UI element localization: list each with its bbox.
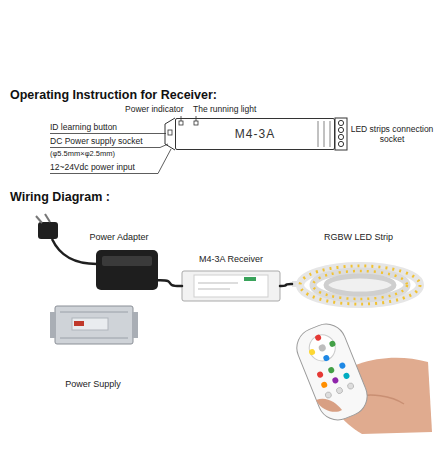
power-supply-case: [55, 306, 133, 344]
terminal-block: [335, 118, 347, 150]
power-supply: Power Supply: [48, 302, 138, 390]
plug-prong: [45, 214, 50, 222]
remote-button: [316, 371, 324, 379]
terminal-screw: [338, 120, 343, 125]
color-wheel: [305, 331, 339, 365]
case-rib: [330, 121, 331, 147]
part-label: LED strips connection socket: [350, 124, 434, 144]
brand-mark: [74, 321, 84, 326]
receiver-case: [182, 271, 280, 301]
receiver-outline: M4-3A: [175, 118, 335, 150]
power-adapter: Power Adapter: [80, 232, 158, 298]
remote-button: [327, 366, 335, 374]
remote-button: [329, 340, 337, 348]
remote-button: [343, 372, 351, 380]
case-rib: [324, 121, 325, 147]
power-indicator-led: [179, 121, 183, 125]
terminal-screw: [338, 141, 343, 146]
receiver-end-tab: [165, 118, 175, 150]
led-chips: [313, 271, 407, 299]
terminal-screw: [338, 134, 343, 139]
case-rib: [318, 121, 319, 147]
receiver-sticker: [194, 275, 268, 297]
leader-line: [50, 133, 166, 134]
plug-prong: [36, 216, 42, 223]
case-fin: [60, 338, 128, 339]
leader-line: [50, 149, 171, 174]
remote-button: [336, 387, 344, 395]
cable: [158, 280, 182, 286]
part-label: Power indicator: [125, 104, 184, 114]
thumb: [316, 399, 342, 412]
remote-button: [318, 343, 327, 352]
title: Operating Instruction for Receiver:: [10, 88, 217, 102]
led-strip-coil: [300, 266, 420, 304]
led-strip-reel: [326, 276, 394, 294]
node-label: M4-3A Receiver: [199, 254, 263, 265]
remote-button: [314, 334, 322, 342]
node-label: RGBW LED Strip: [324, 232, 393, 243]
remote-body: [291, 318, 373, 426]
node-label: Power Supply: [65, 379, 121, 390]
power-supply-sticker: [72, 318, 108, 330]
node-label: Power Adapter: [89, 232, 148, 243]
part-label: The running light: [193, 104, 256, 114]
node-label: M4-3A: [235, 127, 275, 141]
running-light-led: [194, 121, 198, 125]
power-supply-cap: [50, 312, 56, 338]
led-chips: [300, 266, 420, 304]
led-strip: RGBW LED Strip: [292, 232, 425, 312]
receiver-device: M4-3A Receiver: [182, 254, 280, 304]
part-label: DC Power supply socket: [50, 136, 143, 146]
remote-button: [322, 354, 330, 362]
remote-button: [320, 381, 328, 389]
section-heading: Wiring Diagram :: [10, 190, 110, 204]
plug: [38, 222, 58, 239]
remote-button: [331, 376, 339, 384]
led-strip-coil: [313, 271, 407, 299]
case-fin: [60, 312, 128, 313]
remote-button: [347, 382, 355, 390]
remote-button: [308, 348, 316, 356]
sticker-line: [198, 289, 230, 290]
sticker-mark: [244, 277, 256, 281]
remote-control: [291, 318, 373, 426]
terminal-screw: [338, 127, 343, 132]
adapter-cord: [52, 239, 97, 264]
remote-button: [324, 391, 332, 399]
dimension-label: (φ5.5mm×φ2.5mm): [50, 149, 115, 159]
power-supply-cap: [132, 312, 138, 338]
part-label: ID learning button: [50, 122, 117, 132]
cable: [280, 284, 292, 286]
part-label: 12~24Vdc power input: [50, 162, 135, 172]
id-button: [168, 130, 172, 135]
adapter-highlight: [102, 256, 152, 266]
remote-button: [338, 362, 346, 370]
sticker-line: [198, 283, 238, 284]
adapter-body: [96, 250, 158, 290]
